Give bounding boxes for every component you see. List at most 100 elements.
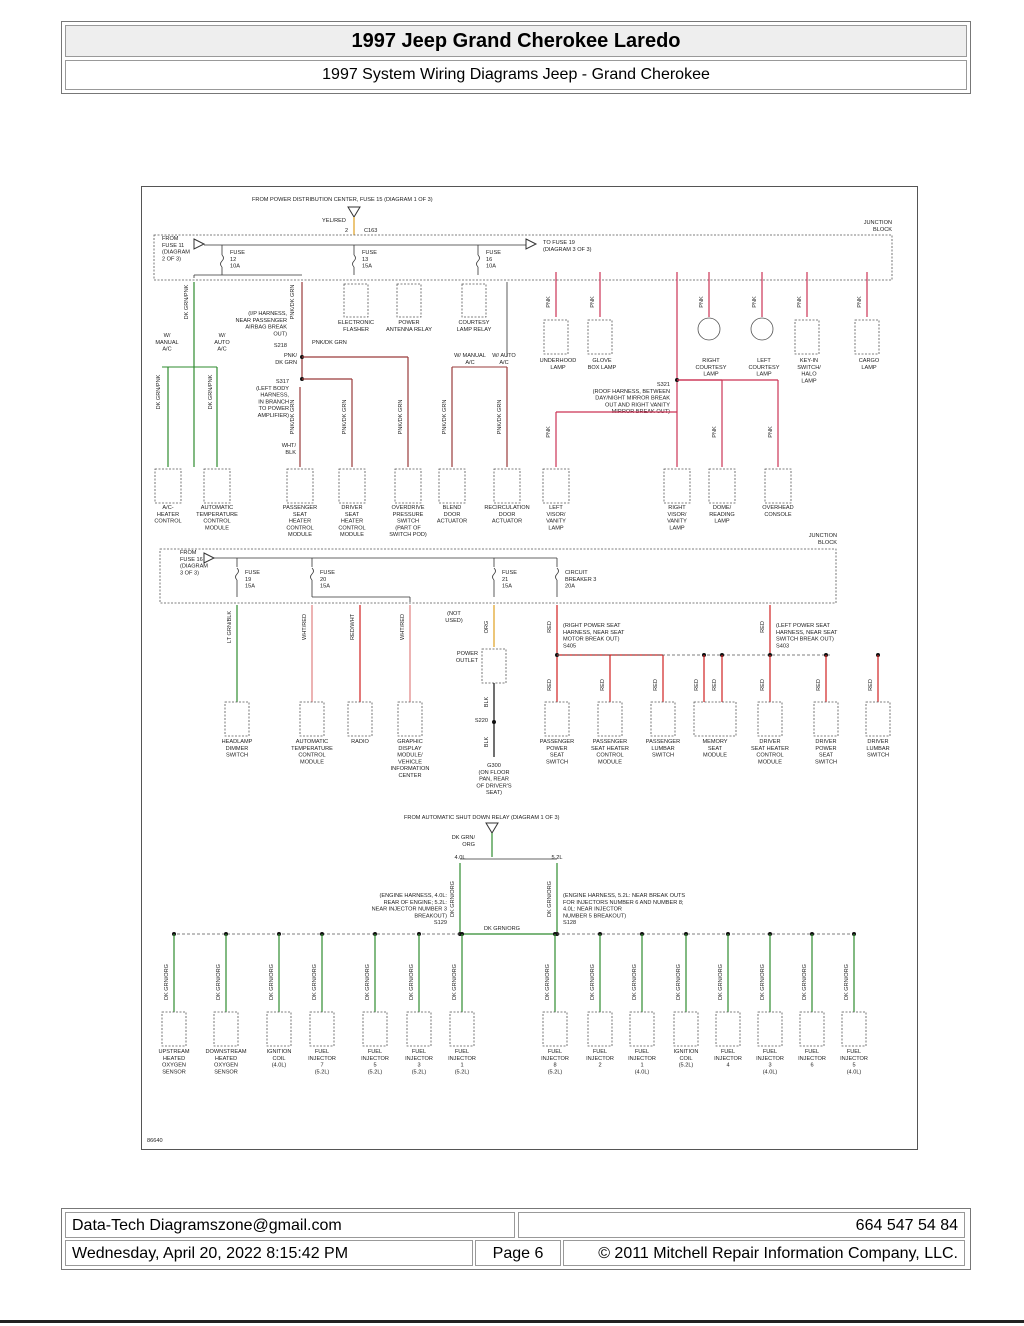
footer-phone: 664 547 54 84 bbox=[518, 1212, 965, 1238]
connector-label: C163 bbox=[364, 228, 377, 234]
page-subtitle: 1997 System Wiring Diagrams Jeep - Grand… bbox=[65, 60, 967, 90]
component-box bbox=[543, 319, 569, 355]
component-box bbox=[794, 319, 820, 355]
fuse-symbol bbox=[555, 567, 559, 581]
fuse-symbol bbox=[310, 567, 314, 581]
wire-label: RED/WHT bbox=[350, 613, 356, 640]
engine-label: 4.0L bbox=[455, 855, 466, 861]
component-box bbox=[757, 701, 783, 737]
component-box bbox=[854, 319, 880, 355]
component-box bbox=[266, 1011, 292, 1047]
component-box bbox=[154, 468, 182, 504]
component-box bbox=[764, 468, 792, 504]
footer-source: Data-Tech Diagramszone@gmail.com bbox=[65, 1212, 515, 1238]
component-box bbox=[362, 1011, 388, 1047]
wire-label: DK GRN/ORG bbox=[216, 964, 222, 1000]
wire-label: PNK bbox=[768, 426, 774, 438]
source-label: FROM AUTOMATIC SHUT DOWN RELAY (DIAGRAM … bbox=[404, 815, 560, 821]
wire-label: RED bbox=[816, 679, 822, 691]
wire-label: RED bbox=[712, 679, 718, 691]
fuse-symbol bbox=[352, 254, 356, 268]
component-box bbox=[203, 468, 231, 504]
wire-label: RED bbox=[760, 679, 766, 691]
component-box bbox=[394, 468, 422, 504]
junction-block-box bbox=[159, 548, 837, 604]
engine-label: 5.2L bbox=[552, 855, 563, 861]
connector-arrow bbox=[485, 822, 499, 834]
wire-label: WHT/BLK bbox=[282, 443, 297, 456]
wire-label: PNK/DK GRN bbox=[275, 353, 297, 366]
wire-label: RED bbox=[547, 679, 553, 691]
wire-label: PNK bbox=[546, 296, 552, 308]
component-box bbox=[406, 1011, 432, 1047]
component-box bbox=[813, 701, 839, 737]
wire-label: DK GRN/ORG bbox=[484, 926, 520, 932]
connector-arrow bbox=[193, 238, 206, 250]
footer-copyright: © 2011 Mitchell Repair Information Compa… bbox=[563, 1240, 965, 1266]
figure-id: 86640 bbox=[147, 1138, 163, 1144]
wire-label: DK GRN/ORG bbox=[365, 964, 371, 1000]
component-box bbox=[708, 468, 736, 504]
component-label: RADIO bbox=[351, 739, 369, 745]
wire-label: BLK bbox=[484, 696, 490, 707]
component-box bbox=[841, 1011, 867, 1047]
wire-label: PNK bbox=[857, 296, 863, 308]
wire-label: LT GRN/BLK bbox=[227, 611, 233, 643]
component-box bbox=[663, 468, 691, 504]
source-label: FROM POWER DISTRIBUTION CENTER, FUSE 15 … bbox=[252, 197, 433, 203]
component-box bbox=[449, 1011, 475, 1047]
component-box bbox=[757, 1011, 783, 1047]
component-box bbox=[715, 1011, 741, 1047]
wire-label: RED bbox=[694, 679, 700, 691]
wire-label: DK GRN/PNK bbox=[208, 374, 214, 409]
component-box bbox=[799, 1011, 825, 1047]
wire-label: DK GRN/ORG bbox=[312, 964, 318, 1000]
component-box bbox=[542, 468, 570, 504]
wire-label: PNK/DK GRN bbox=[442, 400, 448, 435]
report-header: 1997 Jeep Grand Cherokee Laredo 1997 Sys… bbox=[61, 21, 971, 94]
relay-box bbox=[461, 283, 487, 318]
wire-label: DK GRN/ORG bbox=[409, 964, 415, 1000]
component-box bbox=[587, 319, 613, 355]
report-footer: Data-Tech Diagramszone@gmail.com 664 547… bbox=[61, 1208, 971, 1270]
wire-label: DK GRN/ORG bbox=[547, 881, 553, 917]
fuse-symbol bbox=[235, 567, 239, 581]
connector-arrow bbox=[347, 206, 361, 218]
wire-label: WHT/RED bbox=[302, 614, 308, 640]
fuse-symbol bbox=[476, 254, 480, 268]
component-box bbox=[299, 701, 325, 737]
wiring-diagram: FROM POWER DISTRIBUTION CENTER, FUSE 15 … bbox=[141, 186, 918, 1150]
